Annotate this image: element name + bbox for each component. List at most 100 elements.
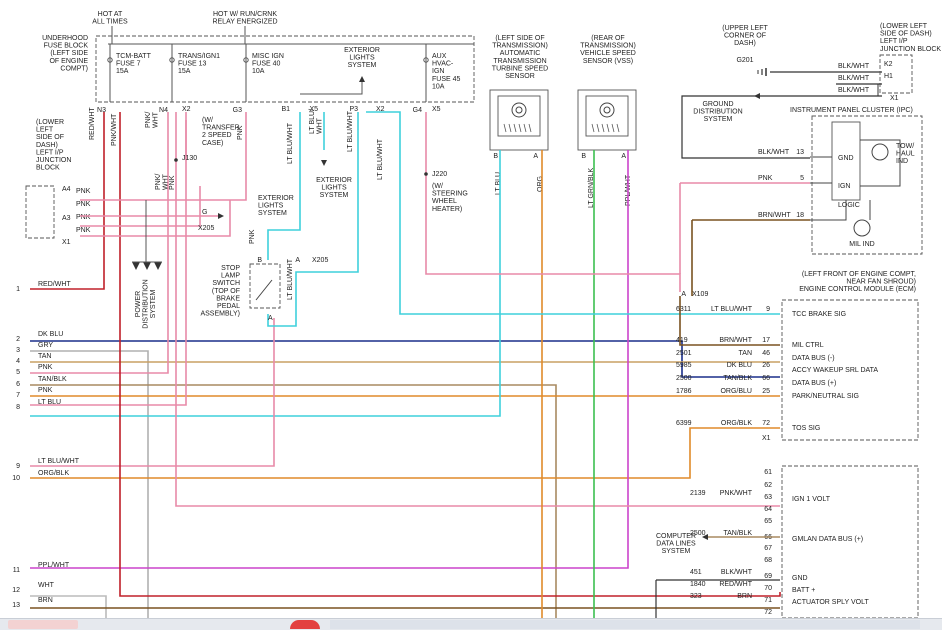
tow-haul-indicator-icon — [871, 143, 889, 161]
pin-x2-b: X2 — [376, 106, 385, 113]
pin-label: 70 — [764, 585, 772, 592]
taskbar-window[interactable] — [330, 620, 920, 629]
splice-dot — [174, 158, 178, 162]
ecm-signal-label: ACCY WAKEUP SRL DATA — [792, 367, 878, 374]
sensor-pin: B — [581, 153, 586, 160]
ecm-signal-label: TOS SIG — [792, 425, 820, 432]
mil-indicator-label: MIL IND — [849, 241, 874, 248]
wire-label: RED/WHT — [89, 107, 96, 140]
wire-label: PNK — [76, 201, 91, 208]
x205-label: X205 — [312, 257, 328, 264]
taskbar-record-icon[interactable] — [290, 620, 320, 629]
ecm-signal-label: DATA BUS (-) — [792, 355, 835, 362]
pin-label: A — [681, 291, 686, 298]
pin-label: 13 — [796, 149, 804, 156]
wire-label: LT BLU/WHT — [377, 138, 384, 180]
pin-label: 67 — [764, 545, 772, 552]
coil-turn — [601, 123, 605, 133]
connector-pin-number: 4 — [16, 358, 20, 365]
connector-pin-number: 7 — [16, 392, 20, 399]
wire-dk-blu — [30, 340, 780, 378]
coil-turn — [616, 123, 620, 133]
wire-label: TAN/BLK — [723, 375, 752, 382]
wire-label: LT BLU/WHT — [287, 122, 294, 164]
wire-label: PNK/WHT — [145, 111, 160, 128]
wire-label: ORG/BLK — [38, 470, 69, 477]
stop-lamp-switch — [249, 263, 281, 309]
pin-label: 9 — [766, 306, 770, 313]
wire-ppl-wht — [30, 150, 629, 569]
splice-dot — [424, 172, 428, 176]
wire-pnk-wht-ign — [175, 112, 780, 507]
pin-label: 62 — [764, 482, 772, 489]
ipc-title: INSTRUMENT PANEL CLUSTER (IPC) — [790, 107, 913, 114]
circuit-number: 451 — [690, 569, 702, 576]
pin-p3: P3 — [349, 106, 358, 113]
circuit-number: 2500 — [690, 530, 706, 537]
wire-label: GRY — [38, 342, 53, 349]
sensor-housing — [489, 89, 549, 151]
pin-x5-b: X5 — [432, 106, 441, 113]
wire-label: PNK — [237, 125, 244, 140]
wire-label: ORG/BLK — [721, 420, 752, 427]
underhood-fuse-block — [95, 35, 475, 103]
sensor-coil-icon — [511, 102, 527, 118]
wire-lt-blu-wht-b1 — [267, 112, 301, 260]
wire-red-wht-batt — [119, 112, 781, 597]
ecm-block — [781, 299, 919, 441]
taskbar-app-icon[interactable] — [8, 620, 78, 629]
pin-label: A — [268, 315, 273, 322]
wire-lt-blu-wht-p3 — [267, 112, 359, 327]
pin-label: A4 — [62, 186, 71, 193]
pin-label: X1 — [62, 239, 71, 246]
mil-indicator-icon — [853, 219, 871, 237]
arrow-icon — [754, 93, 760, 99]
sensor-coil-icon — [599, 102, 615, 118]
circuit-number: 2501 — [676, 350, 692, 357]
connector-pin-number: 8 — [16, 404, 20, 411]
wire-pnk-a3 — [80, 186, 201, 227]
arrow-icon — [218, 213, 224, 219]
wire-label: LT BLU — [38, 399, 61, 406]
tcm-signal-label: BATT + — [792, 587, 815, 594]
tcm-signal-label: GND — [792, 575, 808, 582]
tcm-block — [781, 465, 919, 618]
coil-turn — [513, 123, 517, 133]
wire-label: PNK — [38, 364, 53, 371]
ecm-signal-label: DATA BUS (+) — [792, 380, 836, 387]
wire-label: RED/WHT — [38, 281, 71, 288]
ipc-lead — [810, 200, 847, 221]
sensor-body — [585, 95, 629, 137]
wire-label: LT GRN/BLK — [588, 167, 595, 208]
coil-turn — [523, 123, 527, 133]
pin-label: 68 — [764, 557, 772, 564]
dash-junction-block — [879, 54, 913, 94]
wire-pnk-5 — [30, 112, 169, 374]
wire-label: PNK — [169, 175, 176, 190]
tcm-signal-label: GMLAN DATA BUS (+) — [792, 536, 863, 543]
j220-label: J220 — [432, 171, 447, 178]
taskbar — [0, 618, 942, 630]
wire-label: PNK — [76, 227, 91, 234]
coil-turn — [596, 123, 600, 133]
pin-label: K2 — [884, 61, 893, 68]
connector-pin-number: 1 — [16, 286, 20, 293]
arrow-icon — [143, 262, 151, 270]
j130-label: J130 — [182, 155, 197, 162]
sensor-pin: A — [533, 153, 538, 160]
arrow-icon — [132, 262, 140, 270]
wire-label: BLK/WHT — [838, 87, 870, 94]
connector-pin-number: 13 — [12, 602, 20, 609]
pin-label: A — [295, 257, 300, 264]
ipc-logic-label: LOGIC — [838, 202, 860, 209]
pin-label: 69 — [764, 573, 772, 580]
